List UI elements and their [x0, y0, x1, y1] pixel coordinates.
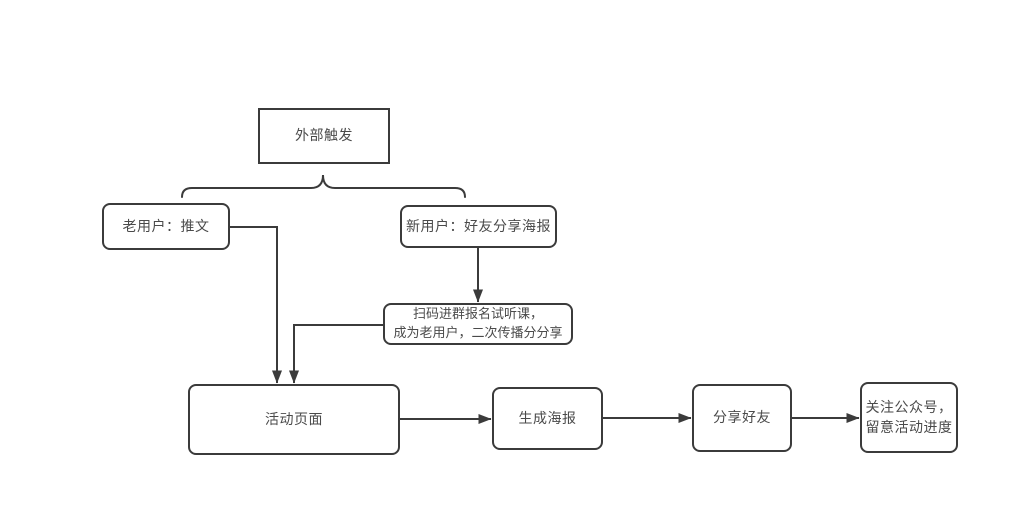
node-scan-group: 扫码进群报名试听课， 成为老用户，二次传播分分享 — [383, 303, 573, 345]
node-scan-group-line2: 成为老用户，二次传播分分享 — [393, 325, 563, 340]
node-activity-page-label: 活动页面 — [265, 410, 323, 427]
node-share-friend-label: 分享好友 — [713, 409, 771, 426]
edge-scan-group-to-activity-page — [289, 324, 383, 384]
node-generate-poster: 生成海报 — [492, 387, 603, 450]
node-new-user-label: 新用户：好友分享海报 — [406, 217, 551, 234]
node-scan-group-line1: 扫码进群报名试听课， — [412, 306, 543, 322]
node-follow-account-line1: 关注公众号， — [865, 398, 953, 415]
node-new-user: 新用户：好友分享海报 — [400, 205, 557, 248]
node-follow-account-line2: 留意活动进度 — [865, 418, 953, 435]
node-external-trigger: 外部触发 — [258, 108, 390, 164]
node-share-friend: 分享好友 — [692, 384, 792, 452]
node-follow-account: 关注公众号， 留意活动进度 — [860, 382, 958, 453]
node-old-user: 老用户：推文 — [102, 203, 230, 250]
brace-connector — [181, 174, 466, 198]
edge-old-user-to-activity-page — [230, 226, 282, 384]
node-generate-poster-label: 生成海报 — [518, 409, 577, 426]
node-activity-page: 活动页面 — [188, 384, 400, 455]
node-old-user-label: 老用户：推文 — [122, 217, 210, 234]
node-external-trigger-label: 外部触发 — [295, 127, 353, 144]
